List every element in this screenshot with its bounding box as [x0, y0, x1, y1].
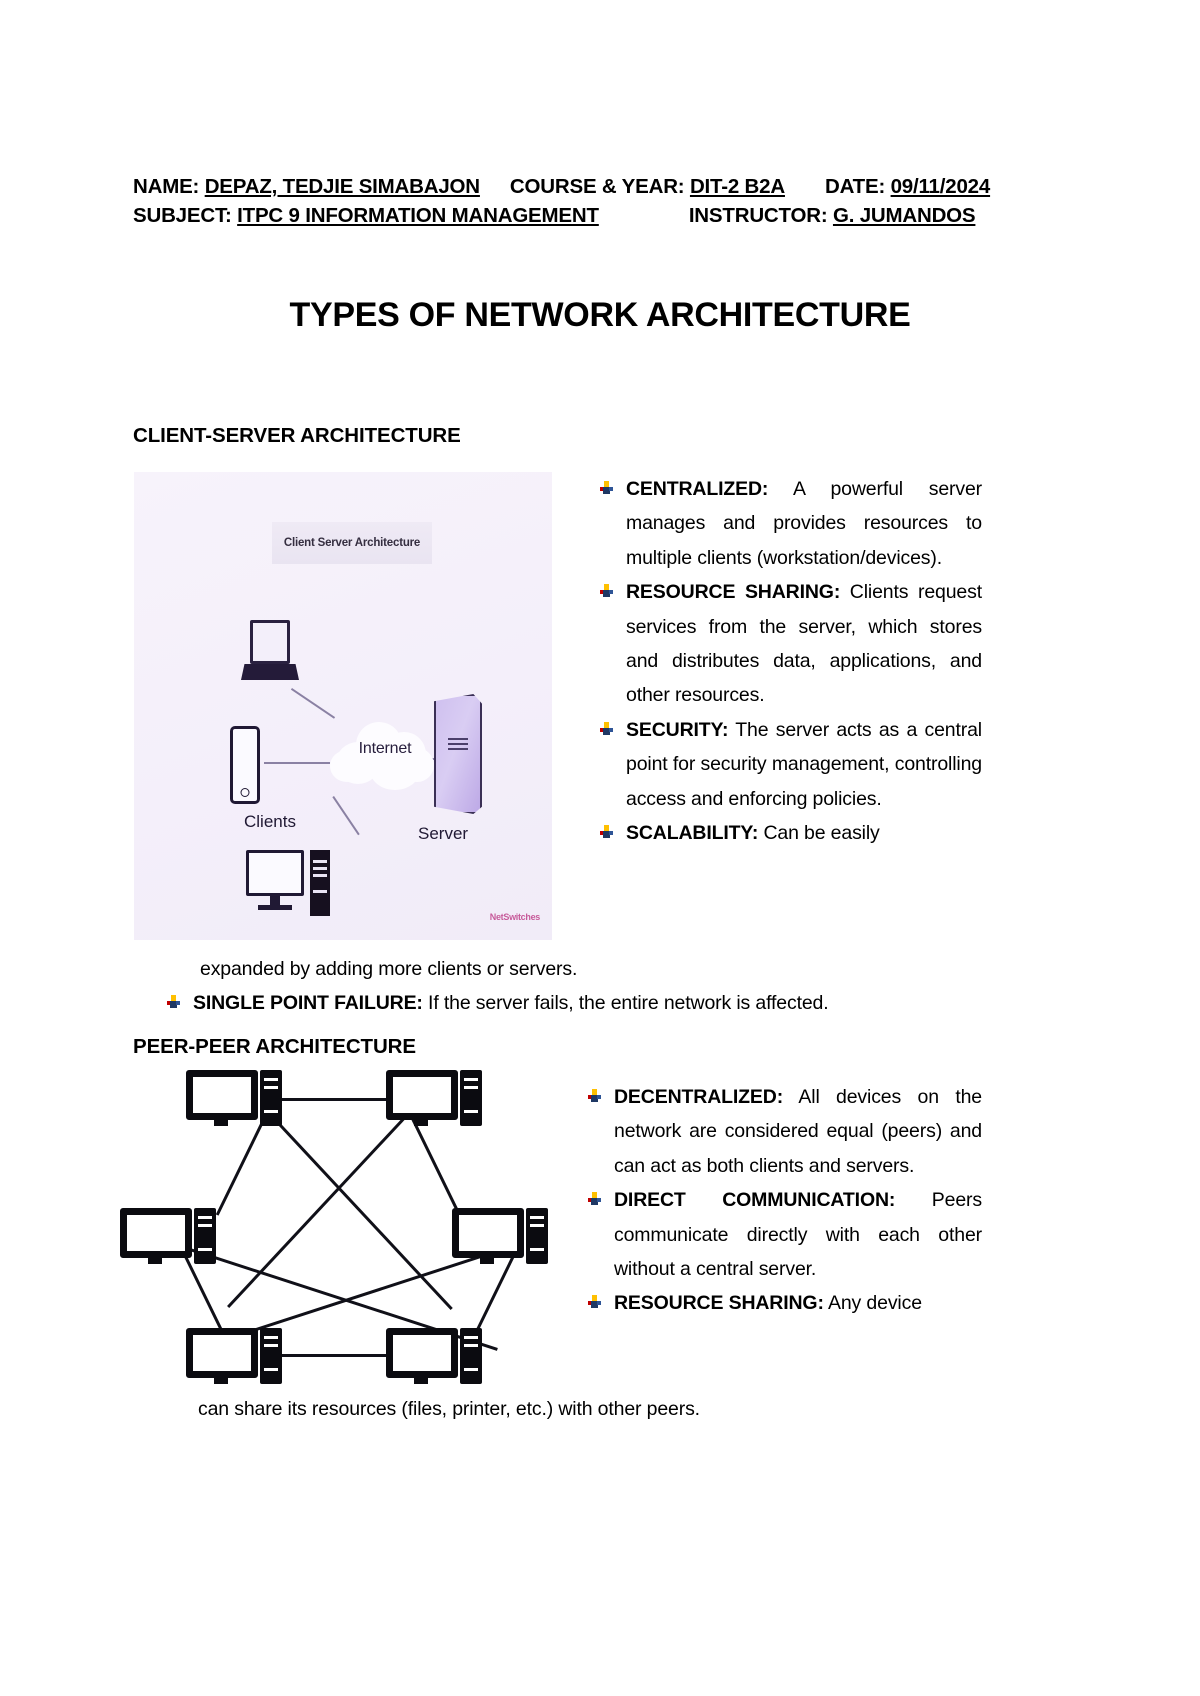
list-item: SCALABILITY: Can be easily	[600, 816, 982, 850]
subject-label: SUBJECT:	[133, 204, 232, 227]
list-item-term: SECURITY:	[626, 718, 729, 741]
list-item-text: SCALABILITY: Can be easily	[626, 816, 982, 850]
peer-node	[186, 1328, 282, 1384]
desktop-icon	[246, 850, 304, 910]
peer-node	[186, 1070, 282, 1126]
name-label: NAME:	[133, 175, 200, 198]
peer-node	[120, 1208, 216, 1264]
subject-value: ITPC 9 INFORMATION MANAGEMENT	[237, 204, 599, 227]
diagram-caption: Client Server Architecture	[272, 522, 432, 564]
list-item-text: SECURITY: The server acts as a central p…	[626, 713, 982, 816]
list-item-term: SCALABILITY:	[626, 822, 759, 845]
arrow-bullet-icon	[588, 1080, 614, 1103]
list-item-text: DIRECT COMMUNICATION: Peers communicate …	[614, 1183, 982, 1286]
course-label: COURSE & YEAR:	[509, 175, 685, 198]
wire-desktop	[332, 796, 360, 835]
instructor-value: G. JUMANDOS	[832, 204, 976, 227]
name-value: DEPAZ, TEDJIE SIMABAJON	[204, 175, 480, 198]
arrow-bullet-icon	[600, 575, 626, 598]
document-header: NAME: DEPAZ, TEDJIE SIMABAJON COURSE & YE…	[133, 172, 990, 230]
list-item-body: Any device	[823, 1292, 922, 1315]
edge-top	[276, 1098, 404, 1101]
list-item: RESOURCE SHARING: Clients request servic…	[600, 575, 982, 713]
list-item-term: SINGLE POINT FAILURE:	[193, 992, 423, 1014]
list-item: SINGLE POINT FAILURE: If the server fail…	[167, 986, 982, 1020]
list-item: CENTRALIZED: A powerful server manages a…	[600, 472, 982, 575]
edge-bottom	[276, 1354, 404, 1357]
peer-node	[452, 1208, 548, 1264]
instructor-label: INSTRUCTOR:	[688, 204, 828, 227]
list-item-term: CENTRALIZED:	[626, 478, 769, 500]
list-item-body: If the server fails, the entire network …	[422, 992, 829, 1014]
list-item-term: RESOURCE SHARING:	[626, 581, 841, 604]
clients-label: Clients	[244, 812, 296, 831]
arrow-bullet-icon	[600, 472, 626, 495]
list-item-text: CENTRALIZED: A powerful server manages a…	[626, 472, 982, 575]
list-item-term: DIRECT COMMUNICATION:	[614, 1189, 896, 1212]
section-heading-peer-peer: PEER-PEER ARCHITECTURE	[133, 1035, 416, 1058]
server-label: Server	[418, 824, 469, 843]
arrow-bullet-icon	[588, 1286, 614, 1309]
arrow-bullet-icon	[167, 986, 193, 1009]
list-item-term: RESOURCE SHARING:	[614, 1292, 824, 1315]
list-item: DIRECT COMMUNICATION: Peers communicate …	[588, 1183, 982, 1286]
list-item: SECURITY: The server acts as a central p…	[600, 713, 982, 816]
internet-cloud-icon	[330, 716, 440, 794]
date-label: DATE:	[824, 175, 886, 198]
header-line-1: NAME: DEPAZ, TEDJIE SIMABAJON COURSE & YE…	[133, 172, 990, 201]
section-heading-client-server: CLIENT-SERVER ARCHITECTURE	[133, 424, 461, 447]
cloud-label: Internet	[358, 740, 412, 757]
list-item-text: SINGLE POINT FAILURE: If the server fail…	[193, 986, 982, 1020]
list-item-body: A powerful server manages and provides r…	[626, 478, 982, 569]
tower-icon	[310, 850, 330, 916]
arrow-bullet-icon	[600, 816, 626, 839]
list-item-text: RESOURCE SHARING: Clients request servic…	[626, 575, 982, 713]
list-item-body: The server acts as a central point for s…	[626, 718, 982, 810]
laptop-icon	[241, 620, 299, 680]
list-item-body: Clients request services from the server…	[626, 581, 982, 707]
watermark-logo: NetSwitches	[489, 912, 541, 922]
list-item: RESOURCE SHARING: Any device	[588, 1286, 982, 1320]
header-line-2: SUBJECT: ITPC 9 INFORMATION MANAGEMENT IN…	[133, 201, 981, 230]
page-title: TYPES OF NETWORK ARCHITECTURE	[289, 296, 911, 334]
peer-peer-bullet-list: DECENTRALIZED: All devices on the networ…	[588, 1080, 982, 1321]
list-item-text: DECENTRALIZED: All devices on the networ…	[614, 1080, 982, 1183]
date-value: 09/11/2024	[890, 175, 991, 198]
list-item-text: RESOURCE SHARING: Any device	[614, 1286, 982, 1320]
list-item-term: DECENTRALIZED:	[614, 1086, 784, 1108]
arrow-bullet-icon	[600, 713, 626, 736]
list-item-body: Peers communicate directly with each oth…	[614, 1189, 982, 1281]
client-server-bullet-list: CENTRALIZED: A powerful server manages a…	[600, 472, 982, 850]
peer-peer-continuation-text: can share its resources (files, printer,…	[198, 1398, 700, 1420]
list-item: DECENTRALIZED: All devices on the networ…	[588, 1080, 982, 1183]
smartphone-icon	[230, 726, 260, 804]
list-item-body: Can be easily	[758, 822, 880, 845]
wire-laptop	[291, 688, 336, 719]
course-value: DIT-2 B2A	[689, 175, 785, 198]
server-icon	[434, 694, 482, 814]
peer-node	[386, 1328, 482, 1384]
peer-to-peer-diagram	[120, 1060, 560, 1384]
client-server-diagram: Client Server Architecture Clients	[134, 472, 552, 940]
arrow-bullet-icon	[588, 1183, 614, 1206]
client-server-continuation-text: expanded by adding more clients or serve…	[200, 958, 578, 980]
peer-node	[386, 1070, 482, 1126]
list-item-body: All devices on the network are considere…	[614, 1086, 982, 1177]
wire-phone	[264, 762, 330, 764]
